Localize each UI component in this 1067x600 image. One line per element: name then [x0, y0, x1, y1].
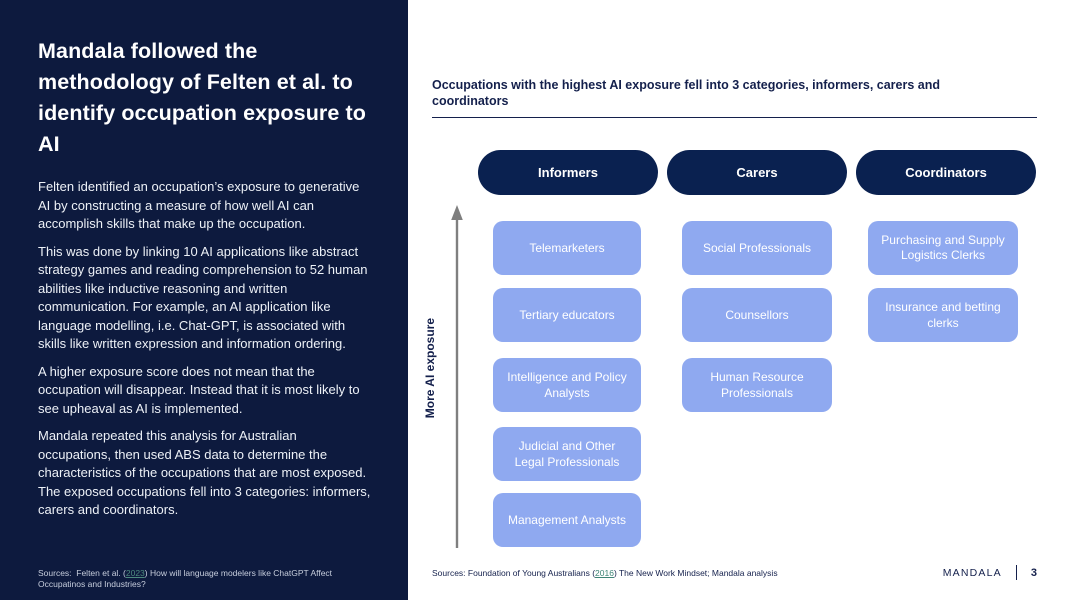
category-pill-carers: Carers — [667, 150, 847, 195]
left-sources-prefix: Sources: Felten et al. ( — [38, 568, 126, 578]
occupation-box: Management Analysts — [493, 493, 641, 547]
chart-sources-suffix: ) The New Work Mindset; Mandala analysis — [613, 568, 778, 578]
exposure-axis-label: More AI exposure — [423, 318, 437, 419]
occupation-box: Tertiary educators — [493, 288, 641, 342]
occupation-box: Purchasing and Supply Logistics Clerks — [868, 221, 1018, 275]
left-text-panel: Mandala followed the methodology of Felt… — [0, 0, 408, 600]
source-link-2023[interactable]: 2023 — [125, 568, 145, 578]
occupation-box: Intelligence and Policy Analysts — [493, 358, 641, 412]
body-paragraph-4: Mandala repeated this analysis for Austr… — [38, 428, 371, 517]
chart-sources-note: Sources: Foundation of Young Australians… — [432, 568, 778, 578]
occupation-box: Insurance and betting clerks — [868, 288, 1018, 342]
slide-title: Mandala followed the methodology of Felt… — [38, 39, 367, 156]
occupation-box: Human Resource Professionals — [682, 358, 832, 412]
chart-panel: Occupations with the highest AI exposure… — [408, 0, 1067, 600]
footer-brand-block: MANDALA 3 — [943, 565, 1037, 580]
body-paragraph-3: A higher exposure score does not mean th… — [38, 363, 360, 416]
chart-sources-prefix: Sources: Foundation of Young Australians… — [432, 568, 596, 578]
category-pill-coordinators: Coordinators — [856, 150, 1036, 195]
chart-heading: Occupations with the highest AI exposure… — [432, 78, 940, 108]
exposure-axis-arrow-icon — [451, 205, 463, 548]
left-sources-note: Sources: Felten et al. (2023) How will l… — [38, 568, 374, 590]
heading-rule — [432, 117, 1037, 118]
category-pill-informers: Informers — [478, 150, 658, 195]
source-link-2016[interactable]: 2016 — [595, 568, 614, 578]
page-number: 3 — [1030, 566, 1037, 579]
footer-divider — [1015, 565, 1017, 580]
left-sources-suffix: ) How will language modelers like ChatGP… — [38, 568, 335, 589]
occupation-box: Social Professionals — [682, 221, 832, 275]
body-paragraph-2: This was done by linking 10 AI applicati… — [38, 243, 368, 352]
occupation-box: Counsellors — [682, 288, 832, 342]
brand-wordmark: MANDALA — [942, 566, 1002, 579]
occupation-box: Telemarketers — [493, 221, 641, 275]
occupation-box: Judicial and Other Legal Professionals — [493, 427, 641, 481]
body-paragraph-1: Felten identified an occupation’s exposu… — [38, 179, 360, 231]
